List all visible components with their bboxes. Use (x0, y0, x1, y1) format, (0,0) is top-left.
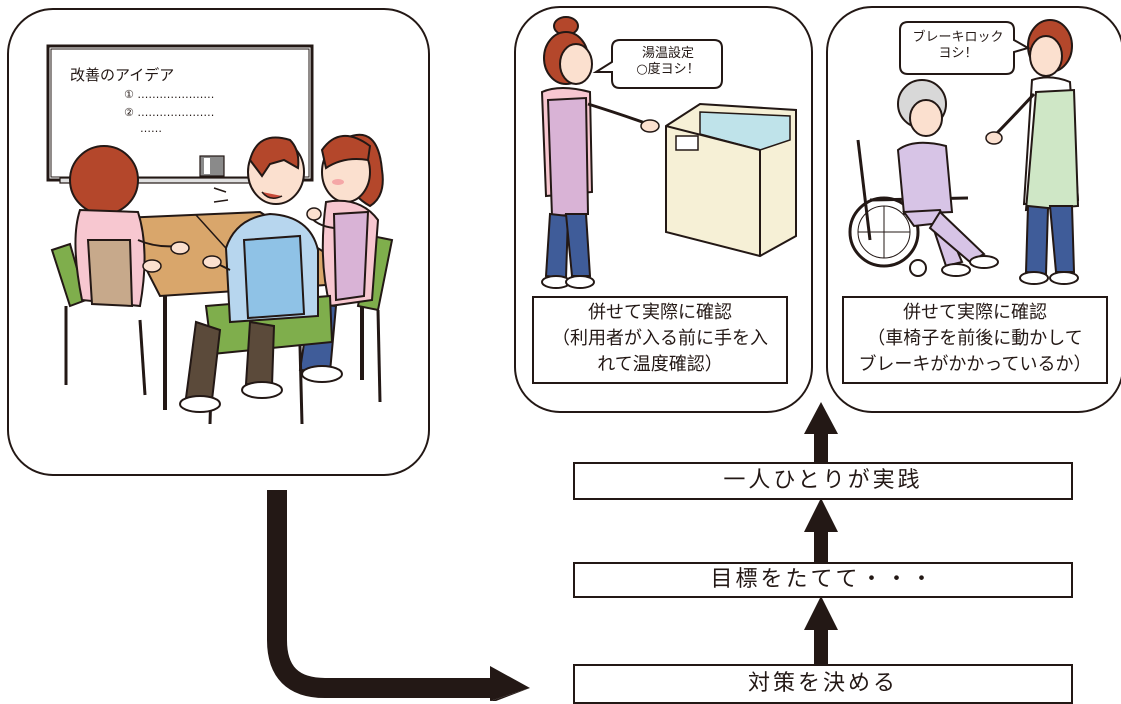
whiteboard-item-3: …… (140, 122, 162, 135)
whiteboard-item-1: ① ………………… (124, 88, 215, 101)
step-decide-measures: 対策を決める (573, 664, 1073, 704)
wheelchair-speech-text: ブレーキロック ヨシ！ (902, 30, 1014, 62)
wheelchair-check-caption: 併せて実際に確認 （車椅子を前後に動かして ブレーキがかかっているか） (842, 296, 1108, 384)
man-middle (179, 136, 319, 413)
bath-speech-text: 湯温設定 ○度ヨシ！ (614, 46, 722, 78)
wheelchair-speech-line-2: ヨシ！ (938, 46, 978, 61)
caregiver-bath (540, 16, 660, 289)
step-set-goals: 目標をたてて・・・ (573, 562, 1073, 598)
bath-caption-line-3: れて温度確認） (597, 354, 723, 375)
up-arrow-top (804, 402, 838, 462)
bath-speech-line-2: ○度ヨシ！ (636, 62, 700, 77)
up-arrow-bottom (804, 596, 838, 664)
bath-check-caption: 併せて実際に確認 （利用者が入る前に手を入 れて温度確認） (532, 296, 788, 384)
wheelchair-caption-line-3: ブレーキがかかっているか） (858, 354, 1092, 375)
bathtub-illustration (665, 102, 797, 258)
elderly-woman (896, 79, 999, 277)
up-arrow-middle (804, 498, 838, 562)
step-practice: 一人ひとりが実践 (573, 462, 1073, 500)
whiteboard-item-2: ② ………………… (124, 106, 215, 119)
whiteboard-title: 改善のアイデア (70, 66, 175, 84)
flow-arrow-meeting-to-measures (267, 490, 530, 701)
wheelchair-caption-line-2: （車椅子を前後に動かして (867, 328, 1083, 349)
wheelchair-speech-line-1: ブレーキロック (912, 30, 1004, 45)
bath-speech-bubble (592, 39, 723, 89)
bath-caption-line-1: 併せて実際に確認 (588, 302, 732, 323)
woman-right (298, 133, 384, 383)
bath-speech-line-1: 湯温設定 (641, 46, 694, 61)
bath-caption-line-2: （利用者が入る前に手を入 (552, 328, 768, 349)
caregiver-wheelchair (985, 19, 1080, 285)
temperature-control-panel (675, 135, 699, 151)
wheelchair-speech-bubble (899, 21, 1031, 75)
woman-left (69, 145, 190, 308)
wheelchair-caption-line-1: 併せて実際に確認 (903, 302, 1047, 323)
